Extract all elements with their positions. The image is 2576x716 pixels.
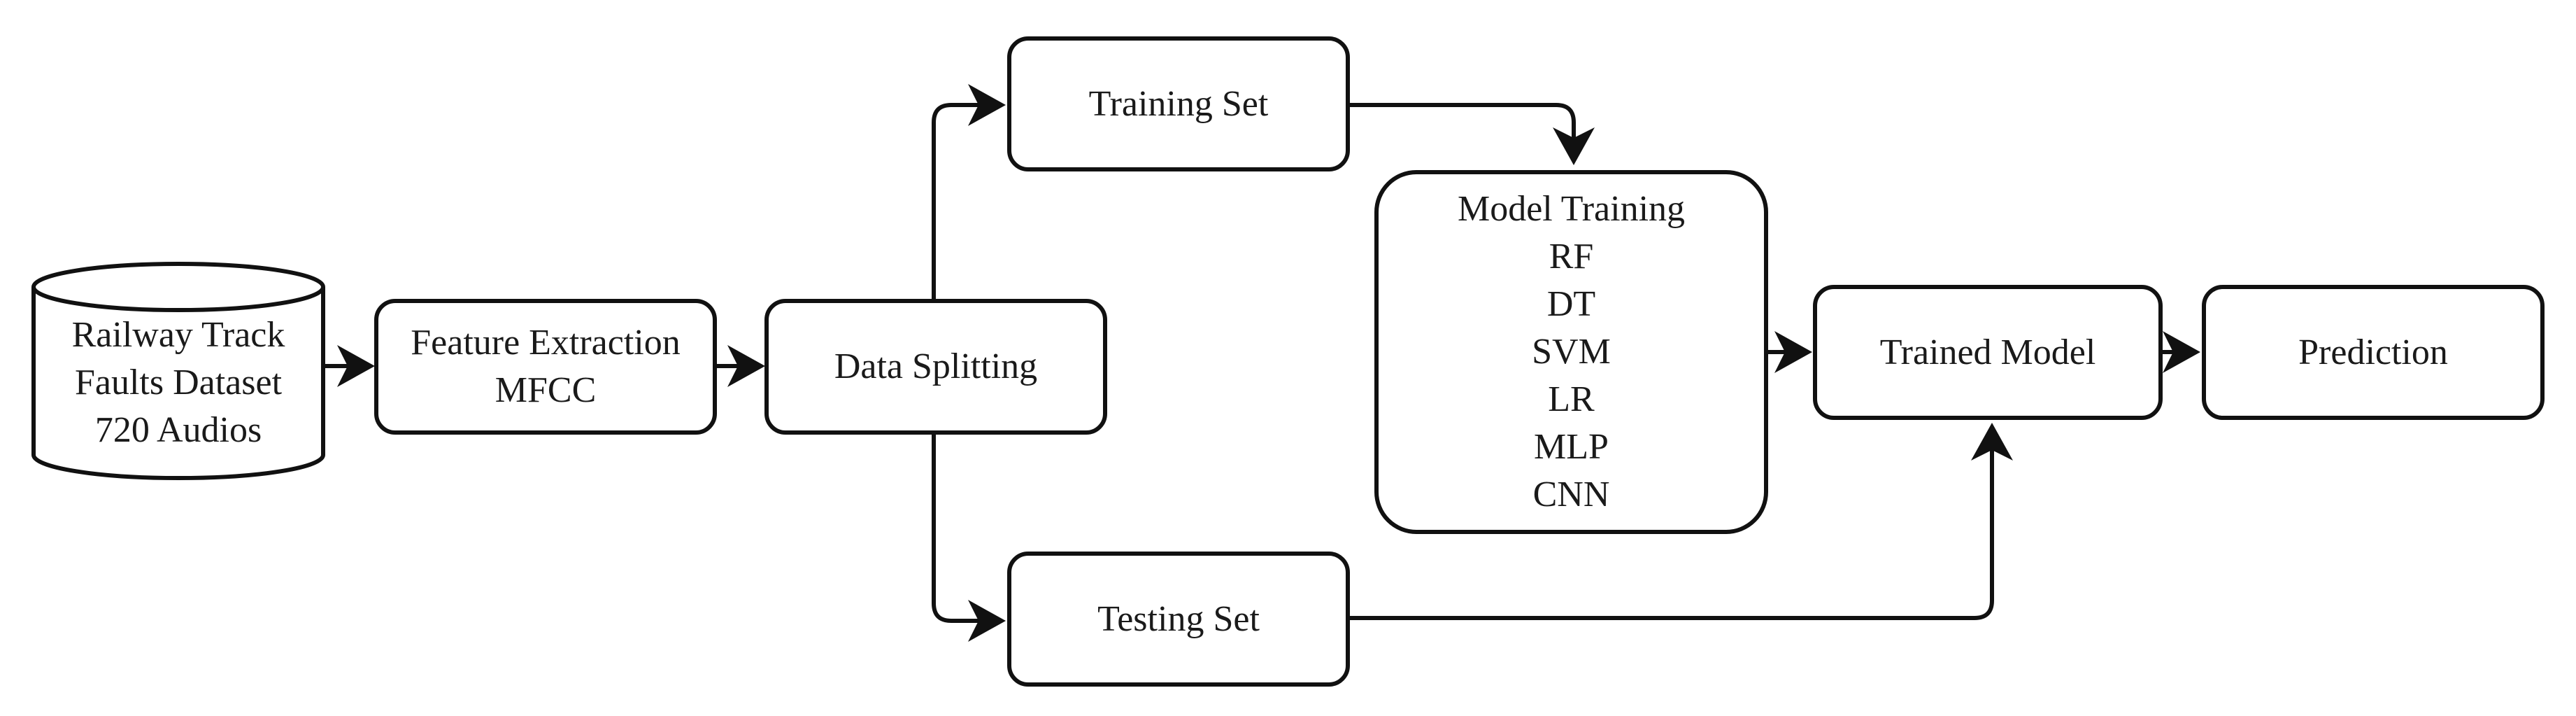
training-set-node: Training Set: [1007, 36, 1350, 171]
testing-set-node: Testing Set: [1007, 552, 1350, 687]
arrow-splitting-to-testing: [932, 434, 1006, 642]
model-training-title: Model Training: [1457, 189, 1686, 229]
model-cnn: CNN: [1532, 475, 1610, 514]
trained-model-label: Trained Model: [1879, 332, 2096, 372]
prediction-node: Prediction: [2202, 285, 2545, 420]
prediction-label: Prediction: [2298, 332, 2448, 372]
dataset-node: Railway Track Faults Dataset 720 Audios: [34, 310, 323, 455]
model-training-node: Model Training RF DT SVM LR MLP CNN: [1374, 170, 1768, 534]
testing-set-label: Testing Set: [1097, 598, 1260, 639]
feature-extraction-node: Feature Extraction MFCC: [374, 299, 717, 435]
dataset-cylinder-icon: [31, 262, 325, 480]
data-splitting-node: Data Splitting: [764, 299, 1107, 435]
data-splitting-label: Data Splitting: [834, 346, 1038, 386]
arrow-testing-to-trained: [1350, 423, 2013, 620]
arrow-splitting-to-training: [932, 84, 1006, 300]
model-mlp: MLP: [1534, 427, 1609, 467]
model-rf: RF: [1549, 237, 1594, 276]
arrow-training-to-model: [1350, 103, 1595, 165]
feature-extraction-title: Feature Extraction: [411, 323, 681, 363]
model-dt: DT: [1546, 284, 1596, 324]
dataset-line-1: Railway Track: [71, 314, 285, 355]
model-lr: LR: [1548, 379, 1595, 419]
training-set-label: Training Set: [1088, 83, 1269, 124]
model-svm: SVM: [1532, 332, 1611, 372]
dataset-line-2: Faults Dataset: [74, 362, 283, 402]
feature-extraction-method: MFCC: [494, 370, 597, 410]
dataset-line-3: 720 Audios: [94, 409, 262, 450]
trained-model-node: Trained Model: [1813, 285, 2163, 420]
